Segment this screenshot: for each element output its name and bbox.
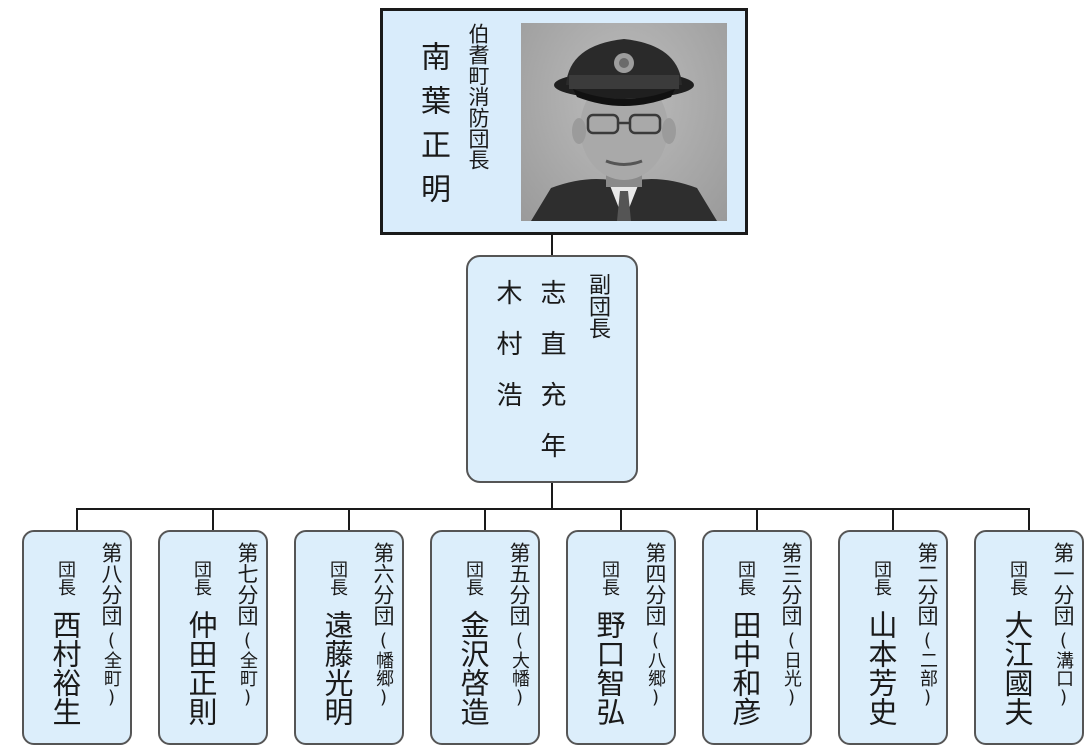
unit-area: (大幡) bbox=[509, 630, 530, 708]
unit-role: 団長 bbox=[1007, 560, 1028, 596]
unit-division: 第四分団 bbox=[643, 542, 667, 626]
unit-division: 第二分団 bbox=[915, 542, 939, 626]
unit-area: (幡郷) bbox=[373, 630, 394, 708]
unit-role: 団長 bbox=[871, 560, 892, 596]
unit-leader-name: 野口智弘 bbox=[592, 610, 626, 726]
unit-role: 団長 bbox=[327, 560, 348, 596]
unit-leader-name: 金沢啓造 bbox=[456, 610, 490, 726]
unit-box-5: 第五分団 (大幡) 団長 金沢啓造 bbox=[430, 530, 540, 745]
unit-leader-name: 山本芳史 bbox=[864, 610, 898, 726]
unit-division: 第六分団 bbox=[371, 542, 395, 626]
connector-drop bbox=[76, 508, 78, 530]
portrait-illustration bbox=[531, 39, 717, 221]
unit-box-8: 第八分団 (全町) 団長 西村裕生 bbox=[22, 530, 132, 745]
unit-box-4: 第四分団 (八郷) 団長 野口智弘 bbox=[566, 530, 676, 745]
unit-leader-name: 仲田正則 bbox=[184, 610, 218, 726]
unit-division: 第三分団 bbox=[779, 542, 803, 626]
unit-area: (八郷) bbox=[645, 630, 666, 708]
unit-role: 団長 bbox=[463, 560, 484, 596]
unit-leader-name: 田中和彦 bbox=[728, 610, 762, 726]
unit-box-3: 第三分団 (日光) 団長 田中和彦 bbox=[702, 530, 812, 745]
unit-area: (全町) bbox=[101, 630, 122, 708]
unit-box-6: 第六分団 (幡郷) 団長 遠藤光明 bbox=[294, 530, 404, 745]
connector-drop bbox=[348, 508, 350, 530]
unit-division: 第一分団 bbox=[1051, 542, 1075, 626]
connector-drop bbox=[620, 508, 622, 530]
connector-drop bbox=[756, 508, 758, 530]
vice-chief-name-column-2: 木村浩 bbox=[492, 279, 522, 432]
unit-area: (日光) bbox=[781, 630, 802, 708]
unit-area: (溝口) bbox=[1053, 630, 1074, 708]
unit-box-7: 第七分団 (全町) 団長 仲田正則 bbox=[158, 530, 268, 745]
vice-chief-title: 副団長 bbox=[585, 273, 610, 339]
unit-area: (二部) bbox=[917, 630, 938, 708]
unit-division: 第七分団 bbox=[235, 542, 259, 626]
unit-role: 団長 bbox=[55, 560, 76, 596]
connector-drop bbox=[484, 508, 486, 530]
unit-leader-name: 遠藤光明 bbox=[320, 610, 354, 726]
chief-title: 伯耆町消防団長 bbox=[466, 23, 490, 170]
unit-leader-name: 大江國夫 bbox=[1000, 610, 1034, 726]
chief-name: 南葉正明 bbox=[415, 41, 450, 217]
unit-leader-name: 西村裕生 bbox=[48, 610, 82, 726]
unit-area: (全町) bbox=[237, 630, 258, 708]
connector-vice-bus bbox=[551, 483, 553, 510]
vice-chief-box: 副団長 志直充年 木村浩 bbox=[466, 255, 638, 483]
unit-role: 団長 bbox=[735, 560, 756, 596]
unit-division: 第五分団 bbox=[507, 542, 531, 626]
connector-drop bbox=[892, 508, 894, 530]
connector-drop bbox=[212, 508, 214, 530]
unit-division: 第八分団 bbox=[99, 542, 123, 626]
unit-box-1: 第一分団 (溝口) 団長 大江國夫 bbox=[974, 530, 1084, 745]
connector-horizontal-bus bbox=[76, 508, 1029, 510]
unit-role: 団長 bbox=[599, 560, 620, 596]
connector-chief-vice bbox=[551, 235, 553, 255]
chief-box: 南葉正明 伯耆町消防団長 bbox=[380, 8, 748, 235]
vice-chief-name-column-1: 志直充年 bbox=[536, 279, 566, 483]
chief-portrait-photo bbox=[521, 23, 727, 221]
connector-drop bbox=[1028, 508, 1030, 530]
unit-box-2: 第二分団 (二部) 団長 山本芳史 bbox=[838, 530, 948, 745]
unit-role: 団長 bbox=[191, 560, 212, 596]
